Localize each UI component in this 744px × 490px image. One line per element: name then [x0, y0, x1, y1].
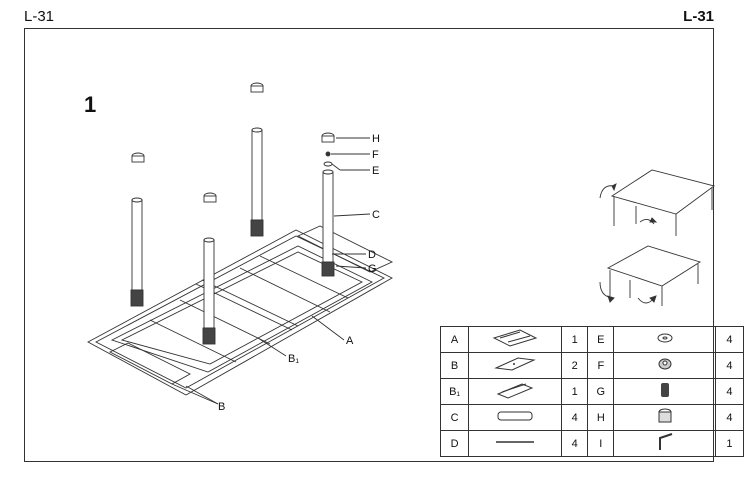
cap-h-4: [321, 132, 335, 143]
part-letter: E: [587, 326, 615, 353]
cap-h-2: [203, 192, 217, 203]
drawing-frame: [24, 28, 714, 462]
cap-h-3: [250, 82, 264, 93]
part-quantity: 4: [714, 352, 744, 379]
part-quantity: 4: [714, 404, 744, 431]
step-number: 1: [84, 92, 97, 117]
plate-icon: [468, 352, 563, 379]
callout-b1: B₁: [288, 353, 299, 365]
frame-icon: [468, 326, 563, 353]
part-quantity: 4: [561, 430, 589, 457]
glass-top-inner: [95, 235, 385, 389]
cap-icon: [613, 404, 716, 431]
leg-3: [250, 127, 264, 237]
part-quantity: 4: [714, 378, 744, 405]
part-letter: D: [439, 430, 470, 457]
part-letter: B: [439, 352, 470, 379]
part-letter: A: [439, 326, 470, 353]
part-quantity: 4: [561, 404, 589, 431]
nut-icon: [613, 352, 716, 379]
table-sketch-collapsed: [599, 245, 702, 306]
part-quantity: 4: [714, 326, 744, 353]
frame-b1: [110, 245, 373, 373]
allen-key-icon: [613, 430, 716, 457]
table-sketch-extended: [599, 169, 716, 236]
callout-c: C: [372, 209, 380, 221]
callout-g: G: [368, 263, 377, 275]
part-letter: C: [439, 404, 470, 431]
bracket-icon: [468, 378, 563, 405]
plate-b-left: [109, 342, 191, 385]
nut-f: [325, 151, 331, 157]
callout-d: D: [368, 249, 376, 261]
model-code-left: L-31: [24, 8, 55, 25]
washer-e: [323, 161, 333, 167]
leg-4: [321, 169, 335, 277]
washer-icon: [613, 326, 716, 353]
part-letter: B₁: [439, 378, 470, 405]
callout-a: A: [346, 335, 354, 347]
part-quantity: 1: [561, 378, 589, 405]
part-letter: F: [587, 352, 615, 379]
part-letter: H: [587, 404, 615, 431]
rod-icon: [468, 430, 563, 457]
callout-h: H: [372, 133, 380, 145]
model-code-right: L-31: [683, 8, 714, 25]
leg-icon: [468, 404, 563, 431]
part-quantity: 1: [561, 326, 589, 353]
part-quantity: 2: [561, 352, 589, 379]
part-letter: I: [587, 430, 615, 457]
part-quantity: 1: [714, 430, 744, 457]
leg-1: [130, 197, 144, 307]
foot-icon: [613, 378, 716, 405]
glass-top: [87, 229, 393, 396]
cap-h-1: [131, 152, 145, 163]
leg-2: [202, 237, 216, 345]
part-letter: G: [587, 378, 615, 405]
plate-b-right: [296, 225, 394, 273]
callout-b: B: [218, 401, 225, 413]
callout-f: F: [372, 149, 379, 161]
callout-e: E: [372, 165, 379, 177]
